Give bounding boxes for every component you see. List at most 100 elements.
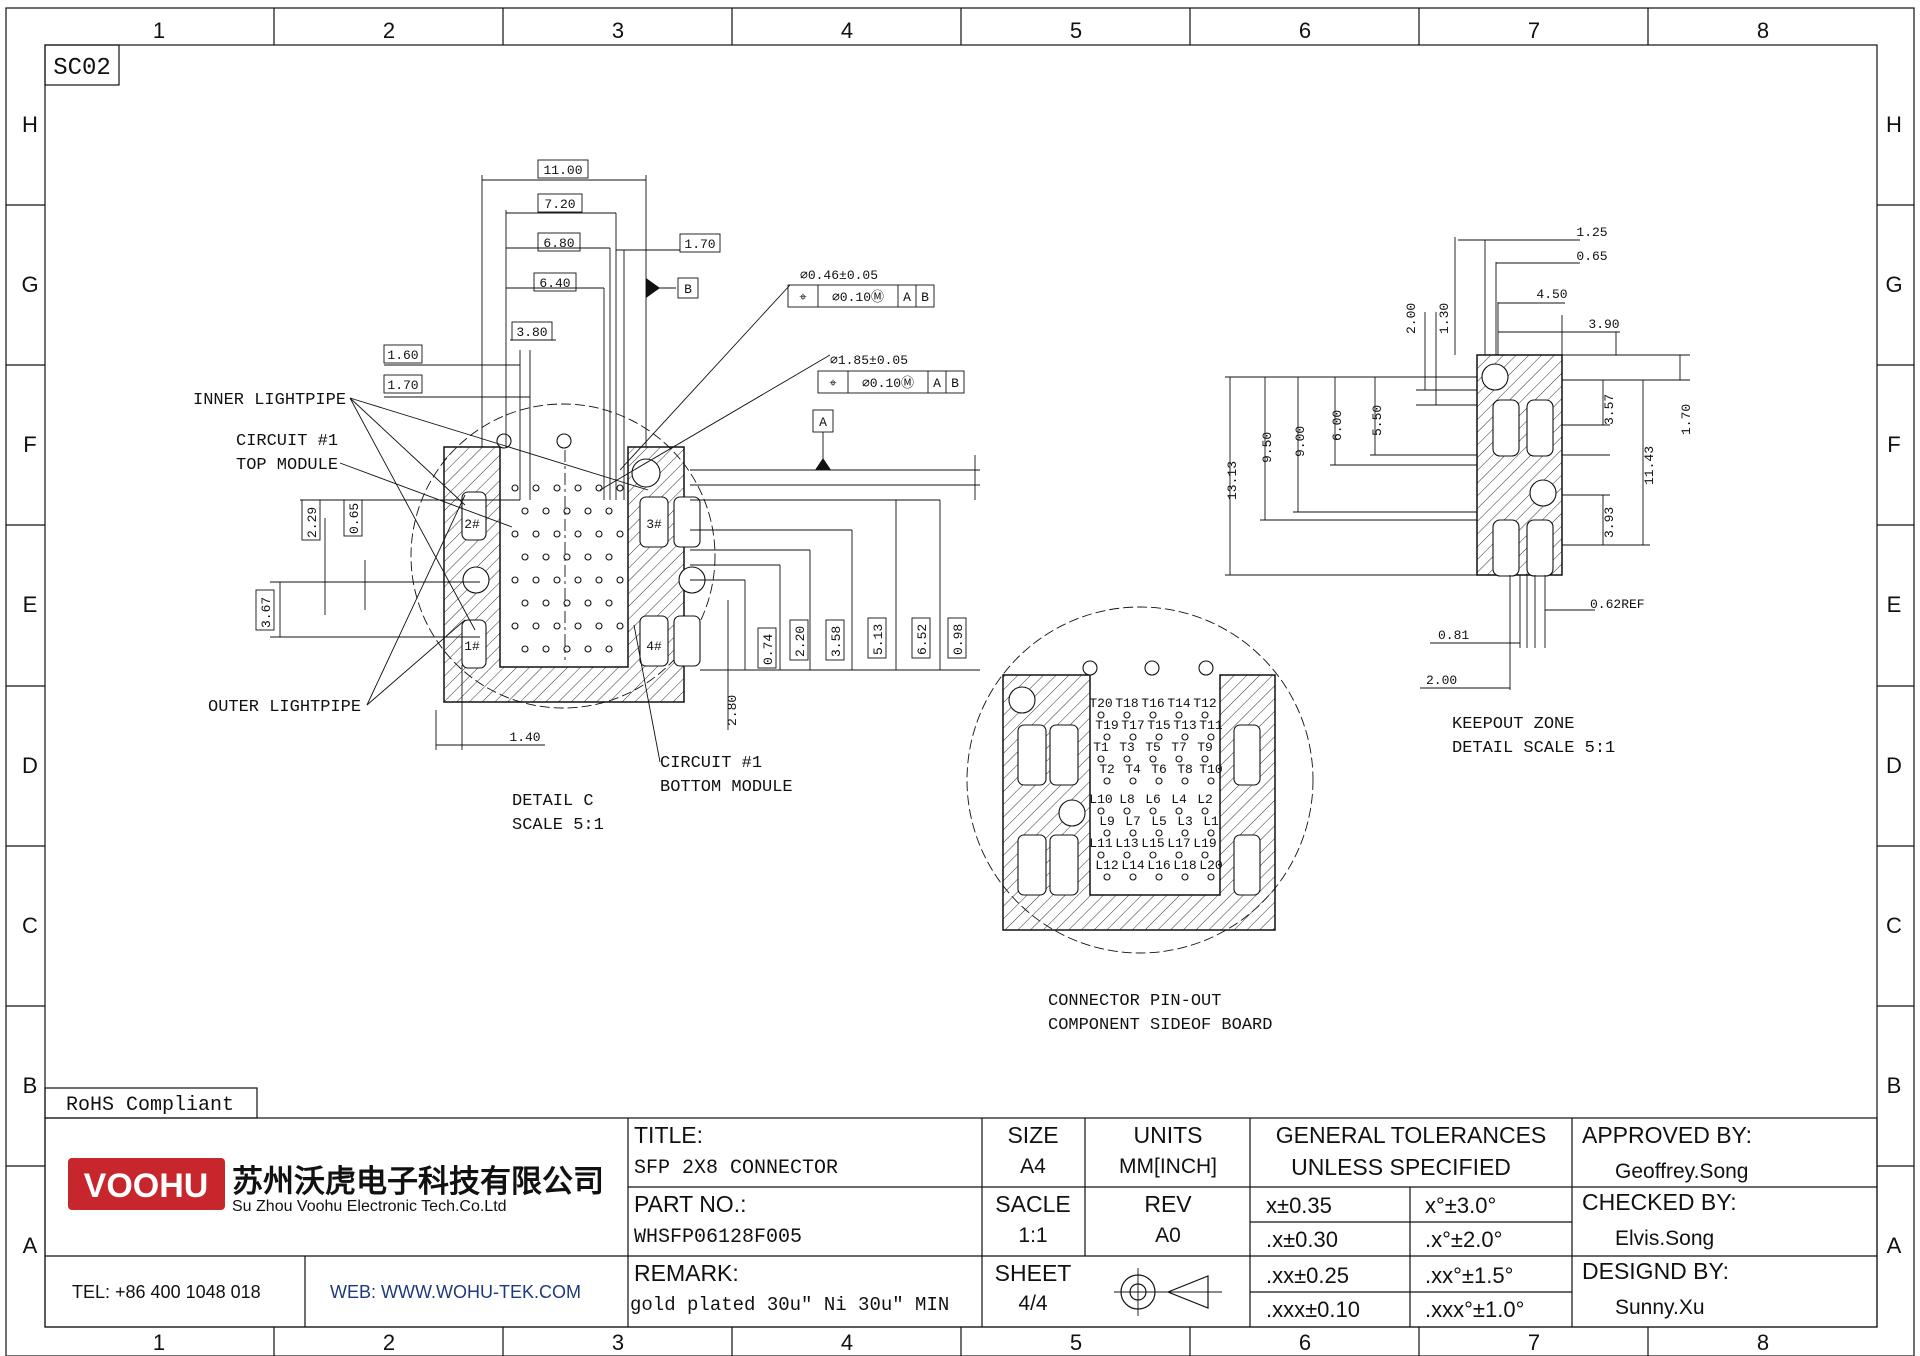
designed-value: Sunny.Xu <box>1615 1296 1705 1319</box>
zone-col-3: 3 <box>612 18 624 43</box>
pinout-pin-pad <box>1175 755 1183 763</box>
projection-symbol-icon <box>1114 1268 1222 1316</box>
pinout-pin-pad <box>1155 829 1163 837</box>
checked-label: CHECKED BY: <box>1582 1189 1737 1215</box>
pinout-pin-pad <box>1155 733 1163 741</box>
zone-row-c: C <box>22 913 38 938</box>
detail-c-pin-dot <box>521 553 529 561</box>
pinout-pin-label: T6 <box>1151 762 1167 777</box>
detail-c-pin-dot <box>574 576 582 584</box>
ko-dim-9-50: 9.50 <box>1260 432 1275 463</box>
circuit-top-label-2: TOP MODULE <box>236 456 338 475</box>
detail-c-pin-dot <box>574 484 582 492</box>
ko-dim-5-50: 5.50 <box>1370 405 1385 436</box>
zone-col-7: 7 <box>1528 18 1540 43</box>
detail-c-pin-dot <box>532 576 540 584</box>
ko-dim-0-65: 0.65 <box>1576 249 1607 264</box>
ko-dim-3-90: 3.90 <box>1588 317 1619 332</box>
ko-dim-9-00: 9.00 <box>1293 426 1308 457</box>
pinout-pin-label: L7 <box>1125 814 1141 829</box>
dim-5-13: 5.13 <box>871 624 886 655</box>
hole2-frame-b: B <box>951 376 959 391</box>
title-label: TITLE: <box>634 1122 703 1148</box>
zone-ticks-side <box>6 204 1914 1167</box>
detail-c-pin-dot <box>553 530 561 538</box>
circuit-bot-label-1: CIRCUIT #1 <box>660 754 762 773</box>
detail-c-pin-dot <box>553 622 561 630</box>
detail-c-left-dims: 1.60 1.70 2.29 0.65 3.67 1.40 <box>255 344 545 750</box>
pinout-pin-label: L1 <box>1203 814 1219 829</box>
dim-11-00: 11.00 <box>543 163 582 178</box>
detail-c-pin-dot <box>542 599 550 607</box>
pinout-pin-pad <box>1097 711 1105 719</box>
dim-1-60: 1.60 <box>387 348 418 363</box>
hole2-size: ⌀1.85±0.05 <box>830 353 908 368</box>
detail-c-right-dims: 0.74 2.20 3.58 5.13 6.52 0.98 2.80 <box>690 455 980 730</box>
detail-c-pin-dot <box>511 484 519 492</box>
pinout-pin-pad <box>1103 873 1111 881</box>
pinout-pin-pad <box>1207 873 1215 881</box>
pinout-pin-label: L6 <box>1145 792 1161 807</box>
pinout-pin-label: T11 <box>1199 718 1223 733</box>
zone-col-2b: 2 <box>383 1330 395 1355</box>
zone-row-f-r: F <box>1887 432 1900 457</box>
detail-c-pin-dot <box>605 599 613 607</box>
zone-row-a-r: A <box>1887 1233 1902 1258</box>
pinout-pin-label: L13 <box>1115 836 1138 851</box>
detail-c-pin-dot <box>605 553 613 561</box>
logo-text: VOOHU <box>84 1167 209 1205</box>
zone-row-h-r: H <box>1886 112 1902 137</box>
detail-c-pin-dot <box>584 507 592 515</box>
size-value: A4 <box>1020 1155 1046 1178</box>
detail-c-callouts: ⌀0.46±0.05 ⌖ ⌀0.10Ⓜ A B ⌀1.85±0.05 ⌖ ⌀0.… <box>193 268 965 835</box>
detail-c-pin-dot <box>563 599 571 607</box>
pipe-label-1: 1# <box>464 639 480 654</box>
datum-b: B <box>684 282 692 297</box>
tol-3-0: .xxx±0.10 <box>1266 1297 1360 1322</box>
pinout-title-1: CONNECTOR PIN-OUT <box>1048 992 1221 1011</box>
pinout-pin-pad <box>1123 711 1131 719</box>
detail-c-pin-dot <box>595 622 603 630</box>
dim-0-74: 0.74 <box>761 634 776 665</box>
detail-c-pin-dot <box>532 622 540 630</box>
zone-col-6: 6 <box>1299 18 1311 43</box>
pinout-pin-label: L3 <box>1177 814 1193 829</box>
dim-3-67: 3.67 <box>259 597 274 628</box>
pinout-pin-pad <box>1123 807 1131 815</box>
dim-2-29: 2.29 <box>305 507 320 538</box>
pinout-pin-label: L18 <box>1173 858 1196 873</box>
hole1-frame-tol: ⌀0.10Ⓜ <box>832 290 884 305</box>
company-cn: 苏州沃虎电子科技有限公司 <box>232 1164 604 1199</box>
zone-row-g: G <box>21 272 38 297</box>
pinout-pin-label: L9 <box>1099 814 1115 829</box>
pinout-pin-label: T2 <box>1099 762 1115 777</box>
detail-c-pin-dot <box>574 530 582 538</box>
pinout-pin-label: T1 <box>1093 740 1109 755</box>
pinout-pin-label: T20 <box>1089 696 1112 711</box>
hole1-size: ⌀0.46±0.05 <box>800 268 878 283</box>
zone-col-8: 8 <box>1757 18 1769 43</box>
pinout-pin-label: L4 <box>1171 792 1187 807</box>
zone-col-7b: 7 <box>1528 1330 1540 1355</box>
scale-value: 1:1 <box>1018 1224 1047 1247</box>
pinout-pin-pad <box>1155 777 1163 785</box>
zone-row-h: H <box>22 112 38 137</box>
pinout-pin-pad <box>1103 829 1111 837</box>
zone-row-b-r: B <box>1887 1073 1902 1098</box>
ko-dim-13-13: 13.13 <box>1225 461 1240 500</box>
pinout-pin-pad <box>1181 829 1189 837</box>
detail-c-pin-dot <box>595 484 603 492</box>
pinout-pin-pad <box>1207 777 1215 785</box>
detail-c-pin-dot <box>542 645 550 653</box>
zone-col-4b: 4 <box>841 1330 853 1355</box>
detail-c-pin-dot <box>584 645 592 653</box>
ko-dim-0-81: 0.81 <box>1438 628 1469 643</box>
pinout-pin-label: L14 <box>1121 858 1145 873</box>
zone-col-5: 5 <box>1070 18 1082 43</box>
dim-6-40: 6.40 <box>539 276 570 291</box>
hole2-frame-sym: ⌖ <box>829 376 837 391</box>
detail-c-pin-dot <box>553 576 561 584</box>
detail-c-pin-dot <box>574 622 582 630</box>
pinout-pin-label: L15 <box>1141 836 1164 851</box>
